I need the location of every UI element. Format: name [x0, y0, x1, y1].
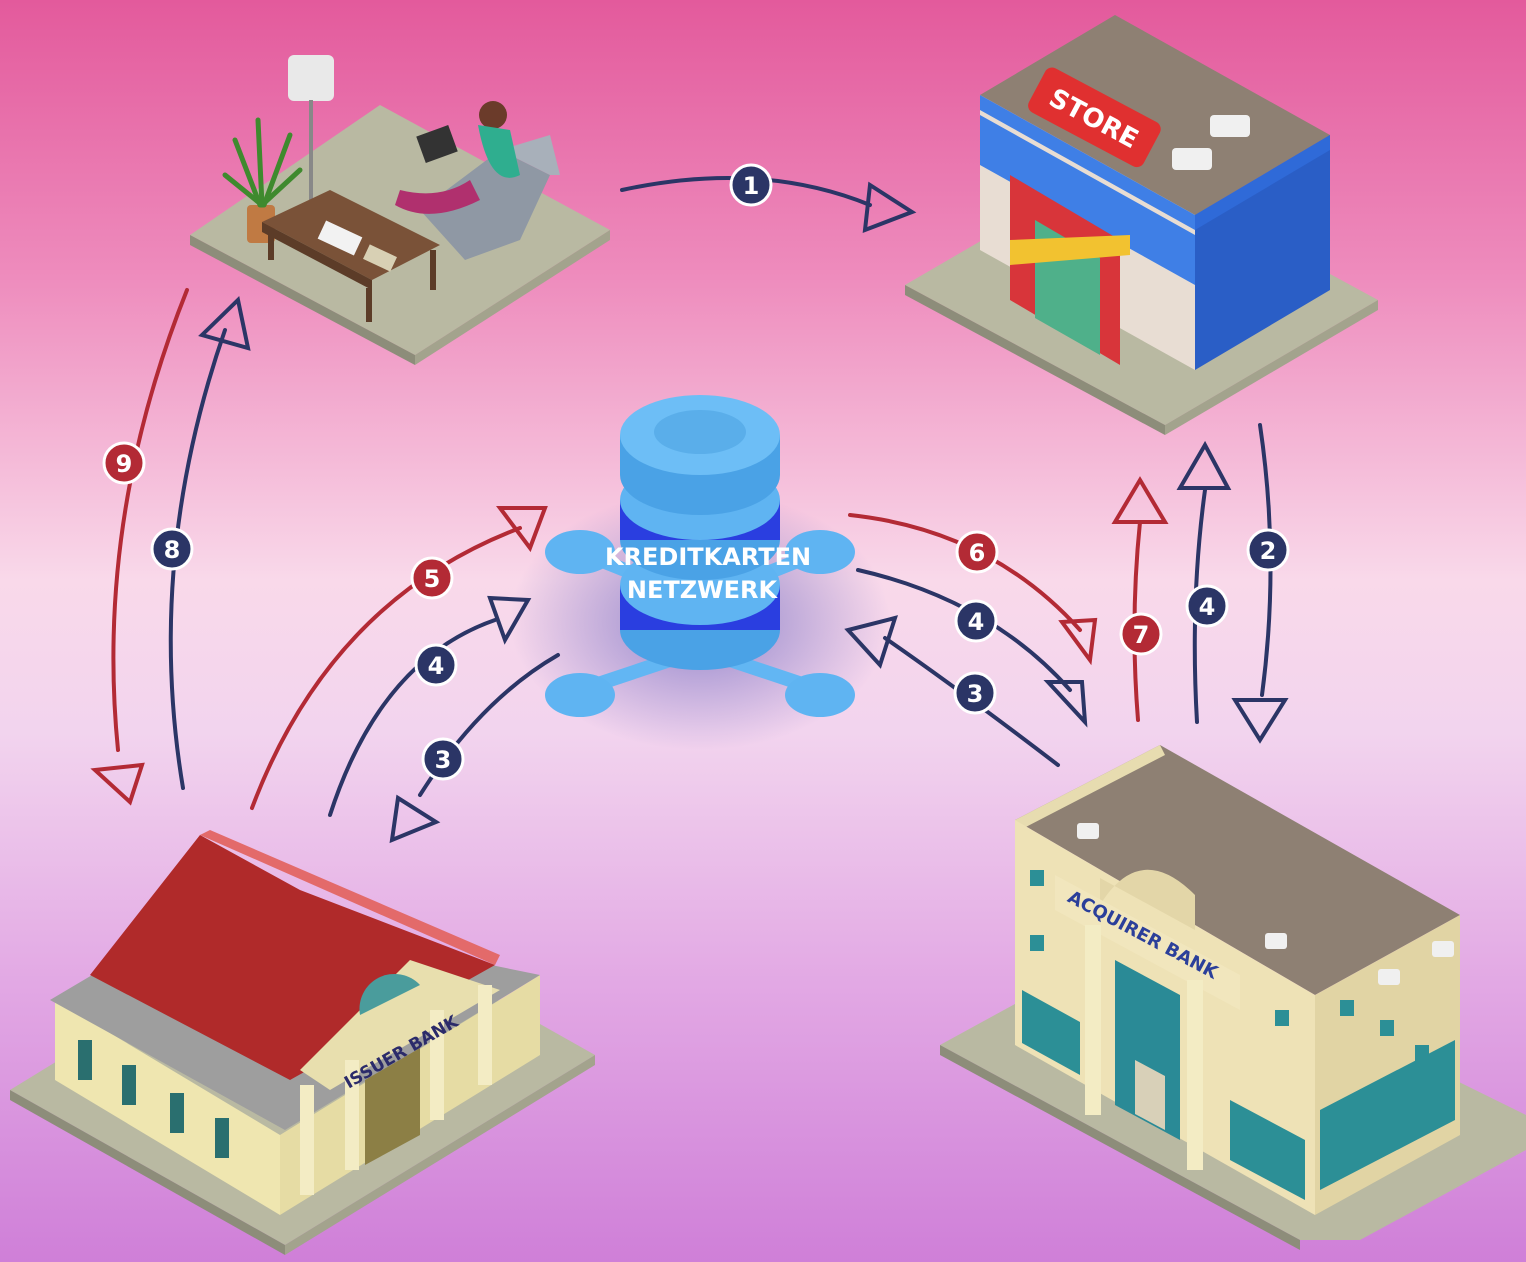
credit-card-network-hub: KREDITKARTEN NETZWERK: [510, 395, 890, 750]
arrow-step-4-left: [328, 618, 497, 817]
acquirer-bank-building: ACQUIRER BANK: [940, 745, 1526, 1250]
arrowhead-step-7: [1111, 476, 1169, 524]
step-number: 3: [435, 746, 452, 774]
arrowhead-step-9: [90, 762, 145, 806]
step-number: 6: [969, 539, 986, 567]
step-number: 7: [1133, 621, 1150, 649]
arrowhead-step-4-right: [1043, 680, 1088, 728]
network-label-line1: KREDITKARTEN: [605, 543, 811, 571]
step-badge-2: 2: [1246, 528, 1290, 572]
step-number: 8: [164, 536, 181, 564]
arrowhead-step-4-left: [487, 595, 532, 645]
step-number: 1: [743, 172, 760, 200]
step-badge-4-left: 4: [414, 643, 458, 687]
step-number: 2: [1260, 537, 1277, 565]
step-badge-3-right: 3: [953, 671, 997, 715]
step-badge-6: 6: [955, 530, 999, 574]
step-badge-4-right: 4: [954, 599, 998, 643]
step-badge-3-left: 3: [421, 737, 465, 781]
step-badge-8: 8: [150, 527, 194, 571]
arrowhead-step-1: [862, 181, 917, 234]
arrowhead-step-6: [1058, 617, 1098, 666]
arrowhead-step-8: [198, 296, 251, 351]
home-scene: [190, 55, 610, 365]
step-badge-5: 5: [410, 556, 454, 600]
issuer-bank-building: ISSUER BANK: [10, 830, 595, 1255]
arrowhead-step-2: [1231, 698, 1289, 744]
arrowhead-step-4-far-right: [1176, 440, 1232, 490]
store-building: STORE: [905, 15, 1378, 435]
step-number: 3: [967, 680, 984, 708]
step-number: 5: [424, 565, 441, 593]
arrow-step-9: [111, 288, 189, 752]
network-label-line2: NETZWERK: [627, 576, 779, 604]
arrowhead-step-3-left: [389, 794, 441, 844]
step-badge-1: 1: [729, 163, 773, 207]
step-number: 4: [968, 608, 985, 636]
step-number: 9: [116, 450, 133, 478]
step-number: 4: [428, 652, 445, 680]
arrow-step-5: [250, 526, 522, 810]
arrowhead-step-3-right: [844, 615, 899, 669]
step-badge-7: 7: [1119, 612, 1163, 656]
arrowhead-step-5: [496, 506, 548, 553]
step-badge-9: 9: [102, 441, 146, 485]
step-number: 4: [1199, 593, 1216, 621]
step-badge-4-far-right: 4: [1185, 584, 1229, 628]
